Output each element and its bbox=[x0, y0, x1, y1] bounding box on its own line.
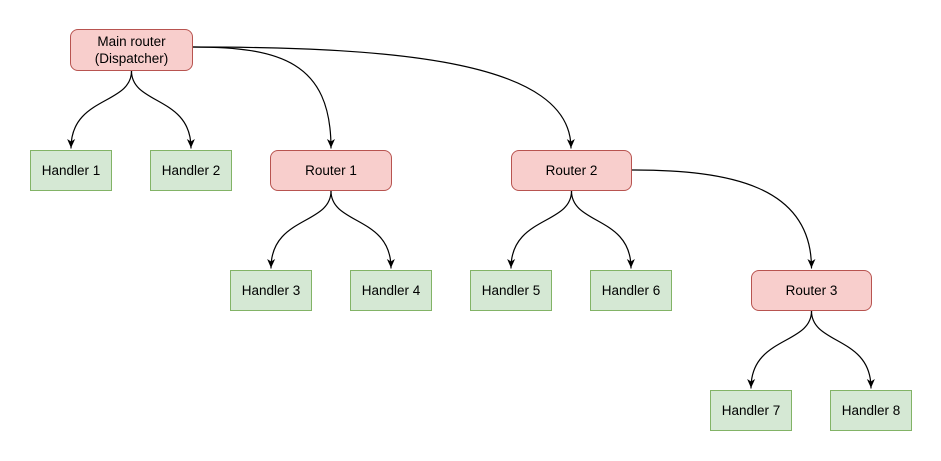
node-main[interactable]: Main router (Dispatcher) bbox=[70, 29, 193, 71]
edge-router3-to-handler7 bbox=[747, 310, 813, 389]
arrowhead-icon bbox=[747, 378, 756, 388]
edge-router1-to-handler3 bbox=[267, 190, 332, 269]
edge-main-to-handler2 bbox=[130, 70, 195, 149]
edge-router3-to-handler8 bbox=[810, 310, 875, 389]
arrowhead-icon bbox=[67, 138, 76, 148]
node-handler7[interactable]: Handler 7 bbox=[710, 390, 792, 431]
arrowhead-icon bbox=[326, 138, 335, 148]
arrowhead-icon bbox=[807, 258, 816, 268]
arrowhead-icon bbox=[626, 258, 635, 268]
arrowhead-icon bbox=[866, 378, 875, 388]
node-router2[interactable]: Router 2 bbox=[511, 150, 632, 191]
edge-router1-to-handler4 bbox=[330, 190, 395, 269]
node-handler1[interactable]: Handler 1 bbox=[30, 150, 112, 191]
node-handler3[interactable]: Handler 3 bbox=[230, 270, 312, 311]
node-handler4[interactable]: Handler 4 bbox=[350, 270, 432, 311]
edge-main-to-router2 bbox=[192, 46, 575, 149]
edge-main-to-router1 bbox=[192, 46, 335, 149]
node-handler2[interactable]: Handler 2 bbox=[150, 150, 232, 191]
arrowhead-icon bbox=[566, 138, 575, 148]
edge-router2-to-handler5 bbox=[507, 190, 573, 269]
edge-router2-to-router3 bbox=[631, 169, 816, 269]
edge-main-to-handler1 bbox=[67, 70, 133, 149]
edge-router2-to-handler6 bbox=[570, 190, 635, 269]
node-router1[interactable]: Router 1 bbox=[270, 150, 392, 191]
node-router3[interactable]: Router 3 bbox=[751, 270, 872, 311]
arrowhead-icon bbox=[386, 258, 395, 268]
node-handler8[interactable]: Handler 8 bbox=[830, 390, 912, 431]
arrowhead-icon bbox=[186, 138, 195, 148]
node-handler6[interactable]: Handler 6 bbox=[590, 270, 672, 311]
node-handler5[interactable]: Handler 5 bbox=[470, 270, 552, 311]
arrowhead-icon bbox=[507, 258, 516, 268]
arrowhead-icon bbox=[267, 258, 276, 268]
